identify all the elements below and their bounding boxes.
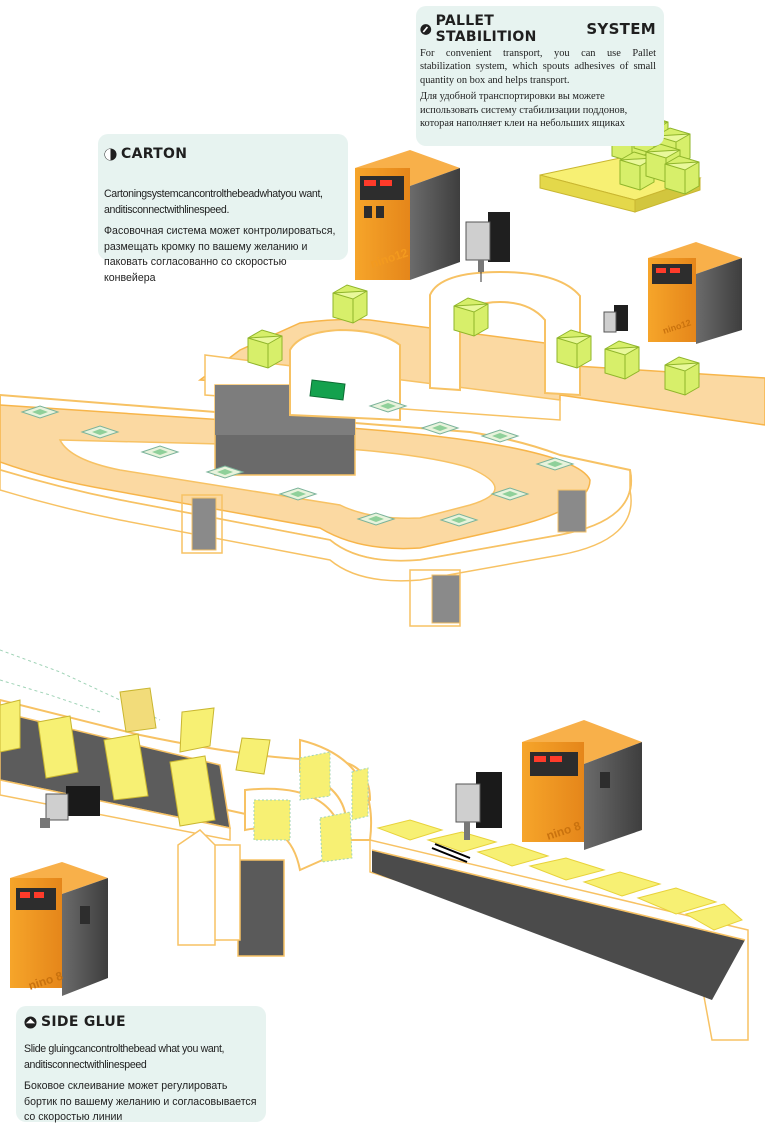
machine-top: nino12 — [355, 150, 460, 280]
carton-title-text: CARTON — [121, 146, 188, 162]
pallet-with-boxes — [539, 115, 702, 213]
glue-head-top — [465, 212, 510, 282]
carton-title-icon — [104, 147, 117, 161]
bottom-conveyor — [0, 649, 749, 1041]
pallet-text-en: For convenient transport, you can use Pa… — [420, 48, 656, 86]
side-glue-text-en: Slide gluingcancontrolthebead what you w… — [24, 1043, 225, 1071]
pallet-text-ru: Для удобной транспортировки вы можете ис… — [420, 91, 628, 130]
machine-right: nino12 — [648, 242, 742, 344]
glue-head-bottom-right — [455, 772, 502, 840]
machine-bottom-right: nino 8 — [522, 720, 642, 850]
glue-head-bottom-left — [40, 786, 100, 828]
pallet-title-text: PALLET STABILITION — [435, 13, 537, 45]
side-glue-title-icon — [24, 1015, 37, 1029]
side-glue-title: SIDE GLUE — [24, 1014, 258, 1030]
bottom-cartons — [0, 687, 743, 931]
pallet-title-icon — [420, 23, 432, 35]
carton-text-en: Cartoningsystemcancontrolthebeadwhatyou … — [104, 188, 323, 216]
pallet-title-system: SYSTEM — [586, 20, 656, 38]
side-glue-text-ru: Боковое склеивание может регулировать бо… — [24, 1080, 257, 1124]
machine-bottom-left: nino 8 — [10, 862, 108, 996]
pallet-title: PALLET STABILITION SYSTEM — [420, 13, 656, 45]
side-glue-title-text: SIDE GLUE — [41, 1014, 126, 1030]
carton-title: CARTON — [104, 146, 340, 162]
glue-head-right — [603, 305, 628, 333]
carton-text-ru: Фасовочная система может контролироватьс… — [104, 225, 336, 284]
side-glue-callout: SIDE GLUE Slide gluingcancontrolthebead … — [16, 1006, 266, 1123]
pallet-stabilization-callout: PALLET STABILITION SYSTEM For convenient… — [416, 6, 664, 146]
carton-callout: CARTON Cartoningsystemcancontrolthebeadw… — [98, 134, 348, 284]
